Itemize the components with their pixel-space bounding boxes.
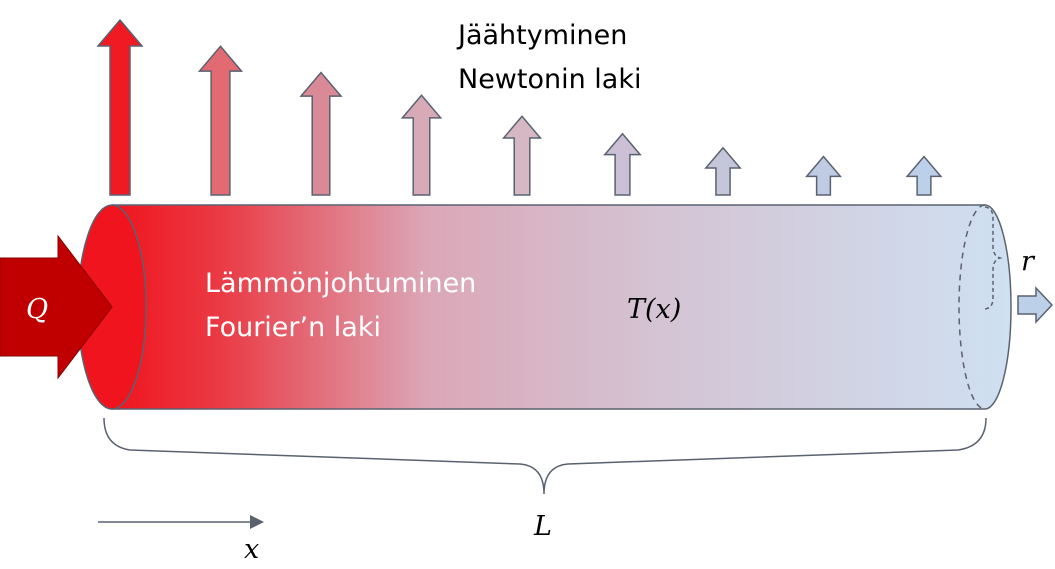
cooling-arrows-group: [96, 18, 943, 196]
radius-label: r: [1021, 246, 1036, 277]
cooling-arrow: [197, 45, 244, 196]
cooling-arrow: [905, 155, 943, 196]
cooling-law: Newtonin laki: [458, 64, 642, 95]
x-axis-arrowhead: [250, 515, 264, 529]
cooling-arrow: [704, 146, 742, 196]
cooling-arrow: [299, 71, 343, 196]
rod-far-end-hidden-edge: [958, 204, 986, 410]
temperature-label: T(x): [627, 294, 681, 325]
rod-body: [111, 204, 1012, 410]
cooling-arrow: [502, 115, 542, 196]
length-label: L: [533, 511, 552, 542]
radius-brace: [984, 206, 1003, 310]
conduction-law: Fourier’n laki: [205, 312, 381, 343]
cooling-arrow: [603, 132, 642, 196]
cooling-arrow: [400, 94, 443, 196]
heat-input-label: Q: [26, 294, 48, 325]
heat-input-arrow: [0, 234, 113, 380]
length-brace: [103, 417, 987, 495]
cooling-arrow: [805, 155, 842, 196]
cooling-title: Jäähtyminen: [456, 20, 627, 51]
x-axis-label: x: [244, 534, 259, 565]
outflow-arrow: [1017, 286, 1054, 324]
cooling-arrow: [96, 18, 144, 196]
conduction-title: Lämmönjohtuminen: [205, 268, 476, 299]
